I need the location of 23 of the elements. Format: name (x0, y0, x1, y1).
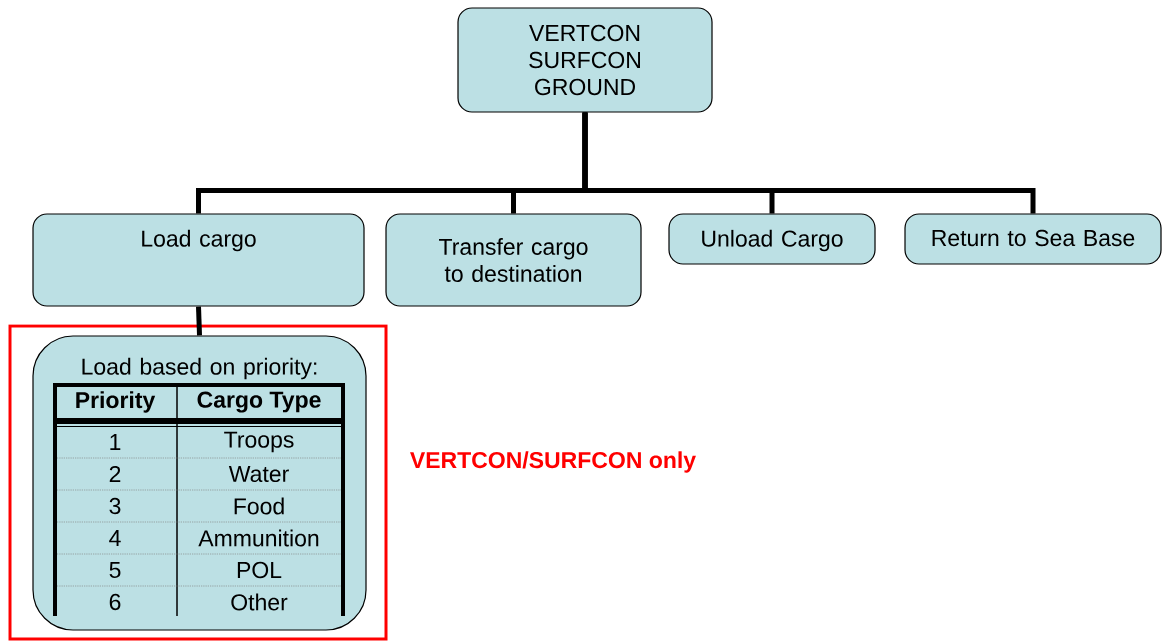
table-text: POL (237, 561, 282, 579)
table-text: 4 (109, 530, 121, 546)
table-text: 6 (109, 593, 121, 611)
connector-line (196, 306, 202, 336)
table-text: 5 (109, 562, 121, 579)
table-header: Cargo Type (197, 391, 321, 413)
process-box: Unload Cargo (668, 213, 876, 265)
table-text: Ammunition (198, 529, 319, 547)
process-box: VERTCON SURFCON GROUND (457, 7, 713, 113)
table-text: Food (234, 497, 284, 515)
table-text: Troops (224, 431, 294, 453)
table-text: Other (231, 593, 288, 611)
process-box: Return to Sea Base (904, 213, 1162, 265)
group-frame (8, 324, 388, 641)
note-text: VERTCON/SURFCON only (410, 451, 696, 473)
table-text: 3 (109, 497, 121, 515)
process-box: Transfer cargo to destination (385, 213, 642, 307)
table-text: 1 (110, 434, 121, 450)
table-text: Water (228, 466, 289, 483)
connector-line (582, 112, 1036, 214)
table-header: Priority (76, 391, 156, 413)
process-box: Load cargo (32, 213, 365, 307)
table-text: 2 (109, 466, 121, 483)
